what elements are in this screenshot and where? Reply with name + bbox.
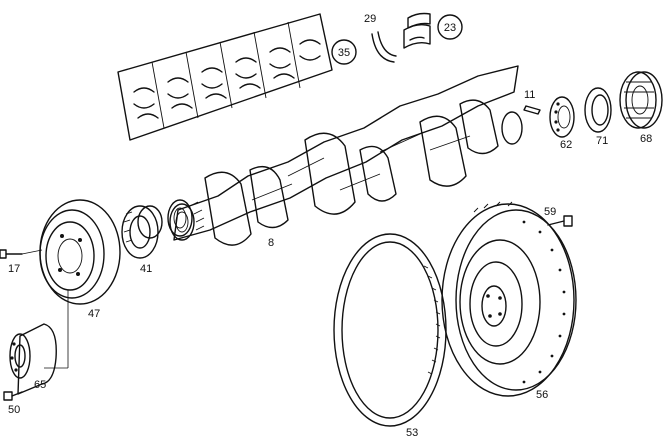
callout-35: 35	[331, 39, 357, 65]
label-8: 8	[268, 237, 274, 249]
callout-35-text: 35	[338, 47, 350, 59]
label-65: 59	[544, 206, 556, 218]
label-47: 17	[8, 263, 20, 275]
vibration-damper: 47	[39, 199, 121, 368]
label-50: 65	[34, 379, 46, 391]
spacer-ring: 71	[584, 87, 612, 147]
label-41: 47	[88, 308, 100, 320]
ring-gear: 53	[333, 233, 447, 439]
label-56: 56	[536, 389, 548, 401]
thrust-washer: 29	[364, 13, 397, 63]
damper-bolt: 17	[0, 249, 43, 275]
label-71: 71	[596, 135, 608, 147]
thrust-bearing-shells: 23	[403, 12, 463, 49]
callout-23-text: 23	[444, 22, 456, 34]
pilot-bearing: 62	[549, 96, 575, 151]
key: 11	[523, 89, 541, 115]
label-59: 53	[406, 427, 418, 439]
crank-hub	[169, 203, 195, 241]
seal-ring-gear: 41	[121, 205, 163, 275]
label-62: 62	[560, 139, 572, 151]
main-bearing-shells	[117, 13, 333, 141]
label-53: 50	[8, 404, 20, 416]
flywheel: 56	[441, 201, 577, 401]
roller-bearing: 68	[619, 71, 663, 145]
label-17: 41	[140, 263, 152, 275]
label-11: 11	[524, 89, 535, 101]
flywheel-bolt: 59	[544, 206, 573, 227]
label-29: 29	[364, 13, 376, 25]
crankshaft: 8	[167, 65, 523, 249]
label-68: 68	[640, 133, 652, 145]
hub-bolt: 50	[3, 391, 23, 416]
damper-hub: 65	[9, 323, 68, 395]
